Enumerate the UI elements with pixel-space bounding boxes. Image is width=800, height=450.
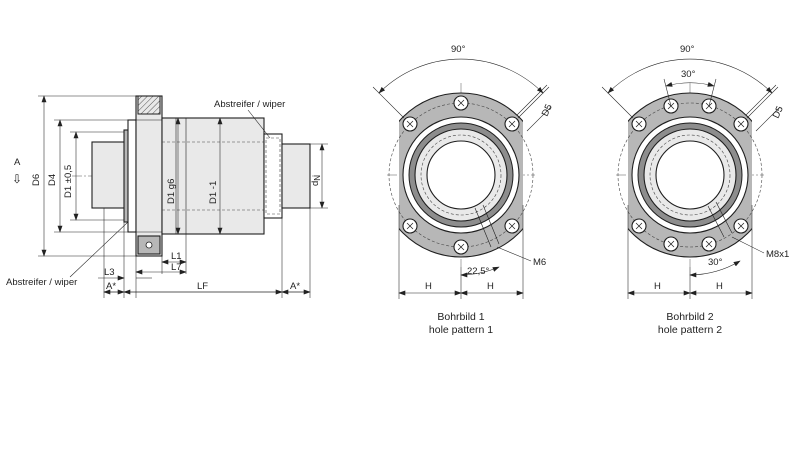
dim-label-H-left: H [425, 281, 432, 292]
dim-label-L1: L1 [171, 251, 182, 262]
angle-arc-90 [378, 58, 544, 94]
right-shaft-stub [281, 143, 311, 209]
angle-label-90: 90° [680, 44, 695, 55]
bolt-hole-cross [406, 120, 414, 128]
angle-ext-line [746, 86, 779, 119]
right-wiper [263, 133, 283, 219]
angle-ext-line [372, 86, 405, 119]
d5-leader [745, 84, 777, 116]
angle-ext-line [708, 78, 717, 107]
dim-label-D1-g6: D1 g6 [166, 179, 177, 204]
angle-arc-30-top [665, 81, 715, 87]
bolt-circle [617, 102, 763, 248]
caption-en: hole pattern 2 [658, 324, 722, 336]
bolt-holes [402, 95, 520, 255]
left-shaft-stub [91, 141, 127, 209]
side-view: A ⇩ D6 D4 D1 ±0,5 D1 g6 D1 -1 dN Abstrei… [6, 95, 328, 298]
angle-ext-line [517, 86, 550, 119]
lube-bore-line [474, 207, 492, 248]
angle-ext-line [601, 86, 634, 119]
bolt-hole-cross [508, 222, 516, 230]
dim-label-D5: D5 [771, 105, 786, 121]
left-seal-ring [127, 119, 137, 233]
dim-label-D6: D6 [31, 174, 42, 186]
flange-section-hatch [137, 95, 161, 115]
m8-leader [731, 236, 765, 254]
dim-label-H-right: H [487, 281, 494, 292]
dim-label-L3: L3 [104, 267, 115, 278]
leader-line-wiper-top [247, 109, 271, 139]
dim-label-dN: dN [310, 175, 322, 186]
caption-en: hole pattern 1 [429, 324, 493, 336]
d5-leader [516, 84, 548, 116]
flange [135, 95, 163, 257]
angle-arc-30-bottom [689, 260, 741, 278]
lube-bore-line [715, 201, 733, 234]
front-view-2: 90° 30° D5 M8x1 30° H H Bohrbild 2 hole … [601, 44, 789, 336]
angle-ext-line [663, 78, 672, 107]
bolt-hole-cross [705, 240, 713, 248]
dim-label-H-right: H [716, 281, 723, 292]
dim-label-A-left: A* [106, 281, 116, 292]
m6-leader [496, 246, 532, 262]
inner-hidden-circle [649, 134, 731, 216]
bolt-hole-cross [635, 120, 643, 128]
dim-label-D4: D4 [47, 174, 58, 186]
dim-label-L7: L7 [171, 262, 182, 273]
bolt-hole-cross [667, 240, 675, 248]
dim-label-D1-tol: D1 ±0,5 [63, 165, 74, 198]
wiper-label-bottom: Abstreifer / wiper [6, 277, 77, 288]
dim-label-D1-minus: D1 -1 [208, 181, 219, 204]
lube-bore-line [707, 205, 725, 238]
bore [655, 140, 725, 210]
angle-arc-22-5 [460, 266, 500, 278]
direction-arrow-icon: ⇩ [12, 172, 22, 186]
angle-label-30-top: 30° [681, 69, 696, 80]
caption-de: Bohrbild 2 [666, 311, 713, 323]
dim-label-LF: LF [197, 281, 208, 292]
bolt-hole-cross [737, 120, 745, 128]
angle-arc-90 [607, 58, 773, 94]
flange-oil-hole [145, 241, 153, 249]
right-wiper-hidden [265, 137, 281, 215]
caption-de: Bohrbild 1 [437, 311, 484, 323]
bolt-hole-cross [457, 99, 465, 107]
angle-label-30-bottom: 30° [708, 257, 723, 268]
lube-bore-line [482, 204, 500, 245]
bolt-hole-cross [635, 222, 643, 230]
dim-label-D5: D5 [540, 103, 555, 119]
thread-label-M8x1: M8x1 [766, 249, 789, 260]
front-view-1: 90° D5 M6 22,5° H H Bohrbild 1 hole patt… [372, 44, 555, 336]
bolt-hole-cross [737, 222, 745, 230]
dim-label-A-right: A* [290, 281, 300, 292]
nut-body [161, 117, 265, 235]
angle-label-22-5: 22,5° [467, 266, 489, 277]
wiper-label-top: Abstreifer / wiper [214, 99, 285, 110]
bore [426, 140, 496, 210]
thread-label-M6: M6 [533, 257, 546, 268]
leader-line-wiper-bottom [69, 221, 129, 278]
bolt-hole-cross [406, 222, 414, 230]
inner-hidden-circle [420, 134, 502, 216]
bolt-hole-cross [508, 120, 516, 128]
bolt-hole-cross [457, 243, 465, 251]
d5-leader [526, 106, 552, 132]
d5-leader [755, 106, 781, 132]
angle-label-90: 90° [451, 44, 466, 55]
dim-label-H-left: H [654, 281, 661, 292]
direction-label: A [14, 157, 21, 168]
